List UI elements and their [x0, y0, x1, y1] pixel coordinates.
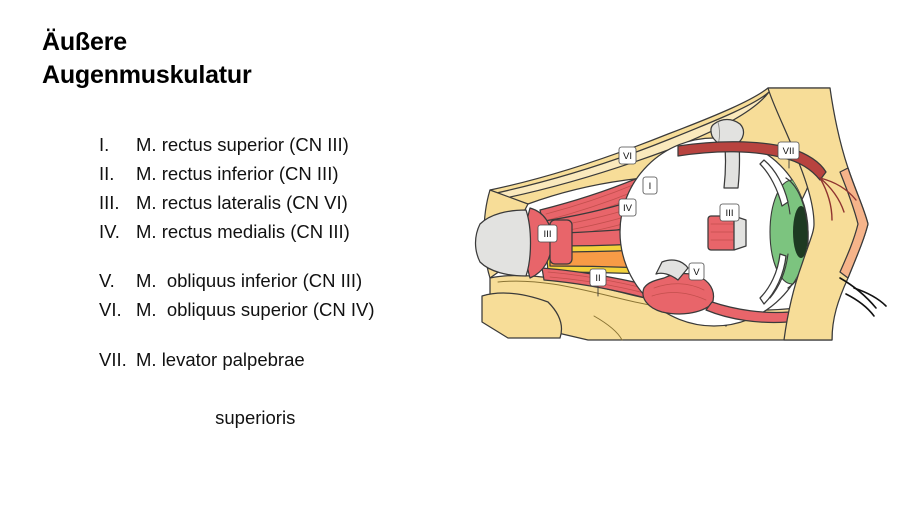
- list-item: VI. M. obliquus superior (CN IV): [99, 296, 479, 325]
- list-item-label: M. rectus medialis (CN III): [136, 220, 350, 242]
- list-item-numeral: III.: [99, 191, 120, 213]
- superior-fornix: [759, 159, 789, 207]
- upper-eyelashes: [845, 287, 887, 317]
- lower-lid-margin: [769, 253, 789, 299]
- muscle-list-group-levator: VII. M. levator palpebrae superioris: [99, 346, 479, 461]
- figure-label-text: V: [693, 267, 700, 278]
- list-item-numeral: II.: [99, 162, 115, 184]
- inferior-fornix: [759, 253, 787, 305]
- figure-label-rectus-inferior[interactable]: II: [589, 268, 607, 287]
- list-item-numeral: VI.: [99, 299, 122, 321]
- figure-label-obliquus-inferior[interactable]: V: [688, 262, 705, 281]
- inferior-fat-notch: [593, 315, 623, 341]
- figure-label-annulus-of-zinn[interactable]: III: [537, 224, 558, 243]
- list-item-continuation-label: superioris: [215, 406, 296, 428]
- figure-label-rectus-lateralis[interactable]: III: [719, 203, 740, 222]
- list-item: VII. M. levator palpebrae: [99, 346, 479, 375]
- muscle-list-group-rectus: I. M. rectus superior (CN III) II. M. re…: [99, 131, 479, 246]
- list-item: V. M. obliquus inferior (CN III): [99, 267, 479, 296]
- list-item-continuation: superioris: [99, 375, 479, 462]
- list-item-numeral: I.: [99, 134, 110, 155]
- page-title: Äußere Augenmuskulatur: [42, 28, 252, 89]
- m-rectus-lateralis-tendon: [733, 215, 747, 251]
- list-item: I. M. rectus superior (CN III): [99, 131, 479, 160]
- muscle-list: I. M. rectus superior (CN III) II. M. re…: [99, 131, 479, 462]
- m-obliquus-inferior-striations: [651, 283, 707, 301]
- maxilla-fragment: [481, 292, 563, 339]
- levator-aponeurosis: [819, 177, 857, 221]
- figure-label-text: III: [726, 208, 734, 219]
- figure-label-levator-palpebrae[interactable]: VII: [777, 141, 800, 160]
- list-item-label: M. obliquus superior (CN IV): [136, 299, 375, 321]
- figure-label-rectus-medialis[interactable]: IV: [618, 198, 637, 217]
- list-item-label: M. rectus inferior (CN III): [136, 162, 339, 184]
- label-leader-lines: [597, 158, 790, 297]
- list-item: II. M. rectus inferior (CN III): [99, 160, 479, 189]
- list-item: IV. M. rectus medialis (CN III): [99, 218, 479, 247]
- list-item-label: M. rectus lateralis (CN VI): [136, 191, 348, 213]
- list-item-label: M. obliquus inferior (CN III): [136, 270, 363, 292]
- list-item-numeral: VII.: [99, 349, 127, 371]
- figure-label-text: II: [595, 273, 600, 284]
- figure-label-text: VII: [783, 146, 795, 157]
- list-item: III. M. rectus lateralis (CN VI): [99, 189, 479, 218]
- figure-label-text: I: [649, 181, 652, 192]
- figure-label-text: III: [544, 229, 552, 240]
- list-item-label: M. levator palpebrae: [136, 349, 305, 371]
- figure-label-obliquus-superior[interactable]: VI: [618, 146, 637, 165]
- figure-labels: VI I IV III II: [537, 141, 800, 287]
- figure-label-rectus-superior[interactable]: I: [642, 176, 658, 195]
- eye-anatomy-diagram: VI I IV III II: [468, 82, 900, 344]
- optic-canal-bone: [474, 209, 532, 277]
- list-item-numeral: IV.: [99, 220, 120, 242]
- figure-label-text: VI: [623, 151, 632, 162]
- lower-eyelashes: [839, 277, 877, 309]
- list-item-numeral: V.: [99, 270, 115, 292]
- list-item-label: M. rectus superior (CN III): [136, 134, 349, 155]
- m-rectus-lateralis-striations: [710, 223, 734, 241]
- pupil: [793, 206, 808, 258]
- figure-label-text: IV: [623, 203, 633, 214]
- muscle-list-group-obliquus: V. M. obliquus inferior (CN III) VI. M. …: [99, 267, 479, 325]
- skin-edge: [839, 167, 869, 279]
- m-obliquus-inferior-tendon: [655, 259, 689, 281]
